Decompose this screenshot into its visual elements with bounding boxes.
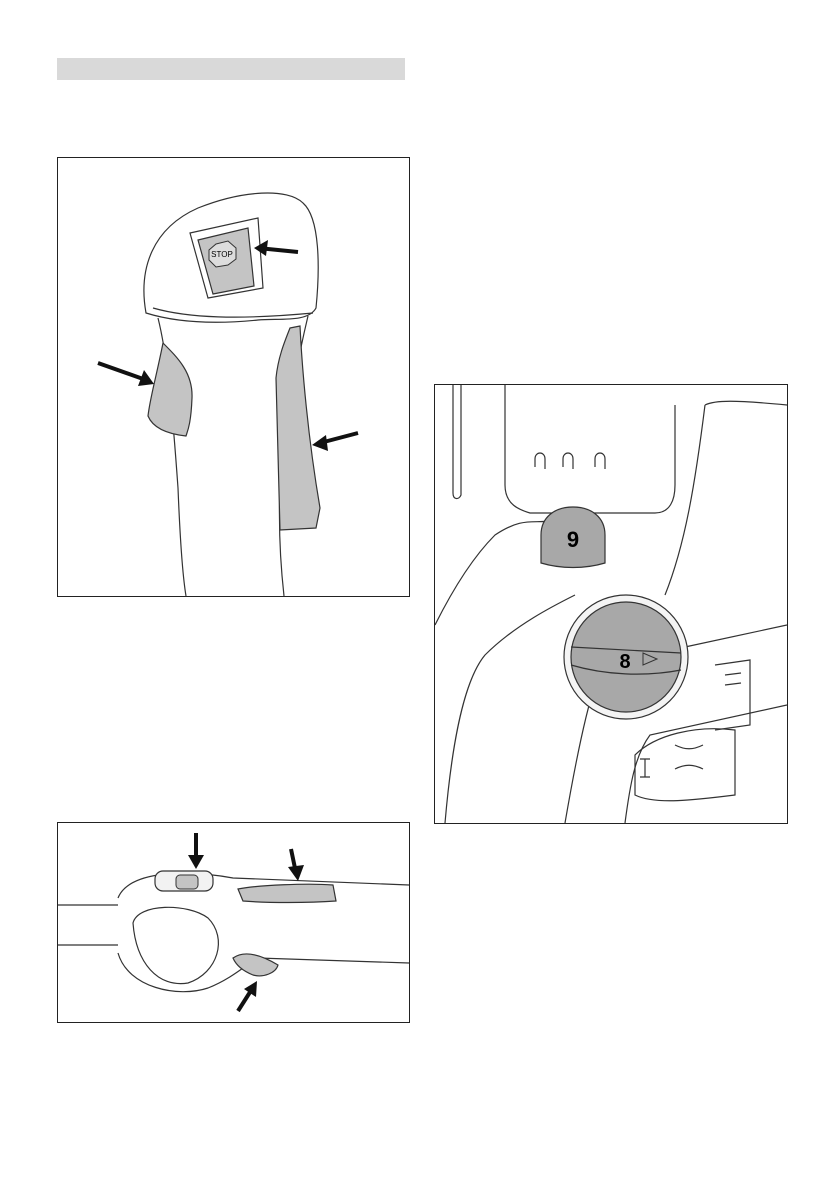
- arrow-icon: [238, 981, 257, 1011]
- arrow-icon: [288, 849, 304, 881]
- handle-lever-bottom: [233, 954, 278, 976]
- control-knobs-drawing: 9 8: [435, 385, 787, 823]
- handle-top-drawing: [58, 823, 409, 1022]
- dial-8-label: 8: [619, 651, 630, 673]
- handle-stop-illustration: STOP: [57, 157, 410, 597]
- knob-9-label: 9: [567, 527, 579, 552]
- throttle-trigger: [276, 326, 320, 530]
- throttle-lock-lever: [148, 343, 192, 436]
- stop-label: STOP: [211, 250, 233, 259]
- arrow-icon: [188, 833, 204, 869]
- arrow-icon: [312, 433, 358, 451]
- section-heading-bar: [57, 58, 405, 80]
- handle-stop-drawing: STOP: [58, 158, 409, 596]
- handle-trigger-top: [238, 884, 336, 902]
- handle-top-illustration: [57, 822, 410, 1023]
- arrow-icon: [98, 363, 154, 386]
- control-knobs-illustration: 9 8: [434, 384, 788, 824]
